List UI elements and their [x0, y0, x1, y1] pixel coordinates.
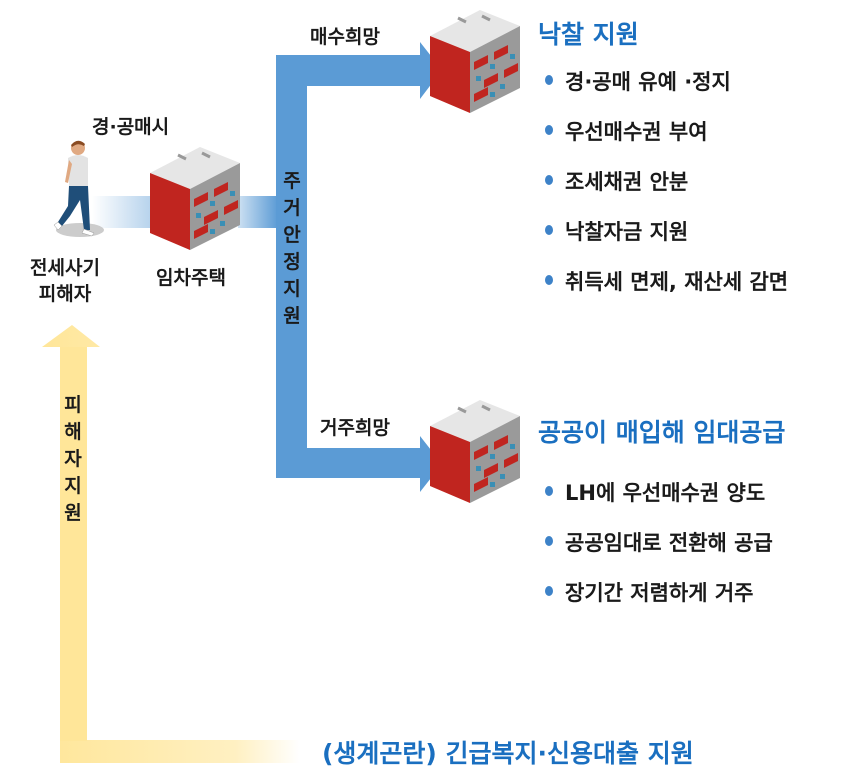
person-to-house-connector	[92, 196, 152, 228]
victim-label: 전세사기 피해자	[30, 255, 100, 307]
list-item: 경·공매 유예 ·정지	[545, 66, 788, 116]
list-item: 조세채권 안분	[545, 166, 788, 216]
list-item: 취득세 면제, 재산세 감면	[545, 266, 788, 316]
bullet-icon	[545, 125, 553, 135]
emergency-welfare-label: (생계곤란) 긴급복지·신용대출 지원	[322, 739, 694, 768]
housing-stability-support-label: 주거안정 지원	[283, 170, 301, 327]
victim-support-label: 피해자 지원	[64, 394, 82, 524]
list-item: 공공임대로 전환해 공급	[545, 527, 773, 577]
rental-house-building-icon	[150, 147, 240, 250]
house-to-branch-connector	[238, 196, 278, 228]
public-purchase-building-icon	[428, 398, 522, 505]
victim-label-line1: 전세사기	[30, 257, 100, 279]
winning-bid-list: 경·공매 유예 ·정지 우선매수권 부여 조세채권 안분 낙찰자금 지원 취득세…	[545, 66, 788, 316]
list-item-text: 공공임대로 전환해 공급	[565, 531, 773, 555]
list-item-text: 장기간 저렴하게 거주	[565, 581, 754, 605]
person-icon	[53, 140, 104, 237]
bullet-icon	[545, 275, 553, 285]
auction-label: 경·공매시	[92, 116, 170, 138]
list-item-text: 우선매수권 부여	[565, 120, 708, 144]
bullet-icon	[545, 175, 553, 185]
list-item: 장기간 저렴하게 거주	[545, 577, 773, 627]
list-item: 낙찰자금 지원	[545, 216, 788, 266]
winning-bid-building-icon	[428, 8, 522, 115]
bullet-icon	[545, 75, 553, 85]
list-item-text: 조세채권 안분	[565, 170, 689, 194]
residence-wish-label: 거주희망	[320, 417, 390, 439]
public-purchase-title: 공공이 매입해 임대공급	[538, 418, 786, 447]
public-purchase-list: LH에 우선매수권 양도 공공임대로 전환해 공급 장기간 저렴하게 거주	[545, 477, 773, 627]
housing-support-branch-arrow	[276, 42, 442, 492]
rental-house-label: 임차주택	[156, 267, 226, 289]
bullet-icon	[545, 486, 553, 496]
list-item-text: LH에 우선매수권 양도	[565, 481, 766, 505]
list-item-text: 경·공매 유예 ·정지	[565, 70, 731, 94]
list-item: 우선매수권 부여	[545, 116, 788, 166]
winning-bid-title: 낙찰 지원	[538, 20, 639, 49]
bullet-icon	[545, 225, 553, 235]
bullet-icon	[545, 536, 553, 546]
list-item: LH에 우선매수권 양도	[545, 477, 773, 527]
bullet-icon	[545, 586, 553, 596]
list-item-text: 낙찰자금 지원	[565, 220, 689, 244]
purchase-wish-label: 매수희망	[310, 26, 380, 48]
victim-label-line2: 피해자	[38, 283, 92, 305]
list-item-text: 취득세 면제, 재산세 감면	[565, 270, 789, 294]
